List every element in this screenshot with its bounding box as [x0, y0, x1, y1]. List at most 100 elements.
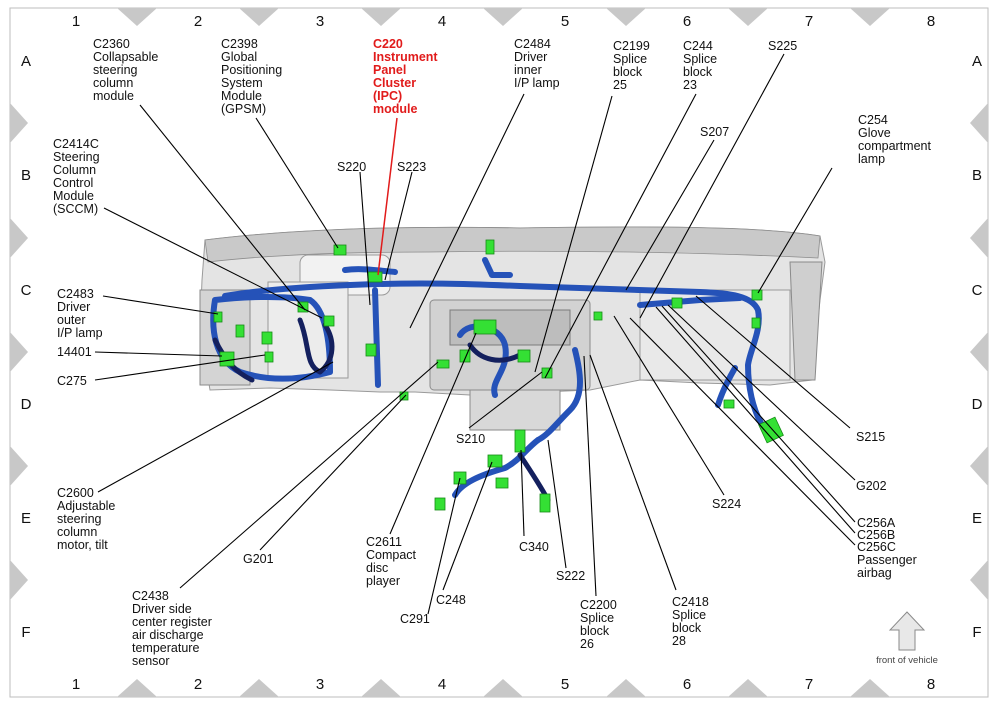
- connector: [367, 271, 383, 283]
- frame-triangle: [10, 103, 28, 143]
- grid-row-label: C: [972, 282, 983, 299]
- grid-row-label: F: [21, 624, 30, 641]
- label-line: C254: [858, 113, 888, 127]
- label-s220: S220: [337, 160, 366, 174]
- connector: [539, 493, 551, 513]
- callout-labels: C2360 Collapsable steering column module…: [53, 37, 931, 668]
- label-line: player: [366, 574, 400, 588]
- front-of-vehicle-indicator: front of vehicle: [876, 611, 938, 666]
- connector: [751, 289, 763, 301]
- label-line: System: [221, 76, 263, 90]
- harness-main-trunk: [347, 280, 767, 431]
- harness-top-small: [482, 257, 513, 278]
- frame-triangle: [483, 679, 523, 697]
- label-line: C256B: [857, 528, 895, 542]
- label-c2200: C2200 Splice block 26: [580, 598, 620, 651]
- frame-triangle: [850, 679, 890, 697]
- label-g201: G201: [243, 552, 274, 566]
- label-line: Module: [53, 189, 94, 203]
- grid-col-label: 5: [561, 676, 569, 693]
- label-line: 28: [672, 634, 686, 648]
- connector: [365, 343, 377, 357]
- harness-top-left-run: [222, 282, 353, 299]
- label-line: disc: [366, 561, 388, 575]
- frame-triangle: [10, 332, 28, 372]
- label-line: module: [373, 102, 417, 116]
- label-line: C2483: [57, 287, 94, 301]
- label-line: Splice: [683, 52, 717, 66]
- label-line: Module: [221, 89, 262, 103]
- grid-row-label: E: [21, 510, 31, 527]
- label-s222: S222: [556, 569, 585, 583]
- grid-col-label: 4: [438, 13, 446, 30]
- grid-row-label: B: [21, 167, 31, 184]
- connector: [333, 244, 347, 256]
- label-line: C2199: [613, 39, 650, 53]
- label-c2199: C2199 Splice block 25: [613, 39, 653, 92]
- frame-triangle: [606, 679, 646, 697]
- connector: [323, 315, 335, 327]
- grid-row-label: D: [972, 396, 983, 413]
- label-line: inner: [514, 63, 542, 77]
- label-s225: S225: [768, 39, 797, 53]
- connector: [593, 311, 603, 321]
- left-bracket: [199, 289, 251, 386]
- label-line: 25: [613, 78, 627, 92]
- grid-col-label: 6: [683, 676, 691, 693]
- label-c2483: C2483 Driver outer I/P lamp: [57, 287, 103, 340]
- label-line: Steering: [53, 150, 100, 164]
- frame-triangle: [117, 679, 157, 697]
- label-line: Cluster: [373, 76, 416, 90]
- grid-col-label: 8: [927, 676, 935, 693]
- grid-left-rows: A B C D E F: [21, 53, 32, 641]
- connector: [264, 351, 274, 363]
- harness-down-center: [535, 347, 583, 443]
- label-line: airbag: [857, 566, 892, 580]
- connector: [723, 399, 735, 409]
- connector: [399, 391, 409, 401]
- connector: [436, 359, 450, 369]
- label-line: Driver: [57, 300, 90, 314]
- frame-triangle: [850, 8, 890, 26]
- label-line: C2418: [672, 595, 709, 609]
- label-line: air discharge: [132, 628, 204, 642]
- harness-lower-left: [452, 437, 541, 498]
- label-line: Driver: [514, 50, 547, 64]
- grid-row-label: A: [21, 53, 31, 70]
- label-line: C256A: [857, 516, 896, 530]
- label-line: Splice: [672, 608, 706, 622]
- frame-triangle: [970, 560, 988, 600]
- label-line: C244: [683, 39, 713, 53]
- connector: [514, 429, 526, 453]
- label-c244: C244 Splice block 23: [683, 39, 721, 92]
- frame-triangle: [606, 8, 646, 26]
- label-line: block: [613, 65, 643, 79]
- grid-col-label: 3: [316, 676, 324, 693]
- label-line: C2438: [132, 589, 169, 603]
- label-line: block: [672, 621, 702, 635]
- grid-row-label: B: [972, 167, 982, 184]
- label-c2398: C2398 Global Positioning System Module (…: [221, 37, 286, 116]
- label-s215: S215: [856, 430, 885, 444]
- grid-row-label: C: [21, 282, 32, 299]
- label-c2414c: C2414C Steering Column Control Module (S…: [53, 137, 103, 216]
- label-line: Panel: [373, 63, 406, 77]
- frame-triangle: [728, 8, 768, 26]
- frame-triangle: [239, 8, 279, 26]
- harness-top-center-right: [342, 266, 398, 275]
- label-line: C2414C: [53, 137, 99, 151]
- label-line: (SCCM): [53, 202, 98, 216]
- grid-col-label: 1: [72, 13, 80, 30]
- grid-col-label: 2: [194, 13, 202, 30]
- label-line: C2600: [57, 486, 94, 500]
- label-s207: S207: [700, 125, 729, 139]
- label-line: I/P lamp: [514, 76, 560, 90]
- grid-col-label: 8: [927, 13, 935, 30]
- frame-triangle: [970, 332, 988, 372]
- connector: [219, 351, 235, 367]
- connector: [434, 497, 446, 511]
- label-line: steering: [57, 512, 102, 526]
- label-c2418: C2418 Splice block 28: [672, 595, 712, 648]
- label-line: center register: [132, 615, 212, 629]
